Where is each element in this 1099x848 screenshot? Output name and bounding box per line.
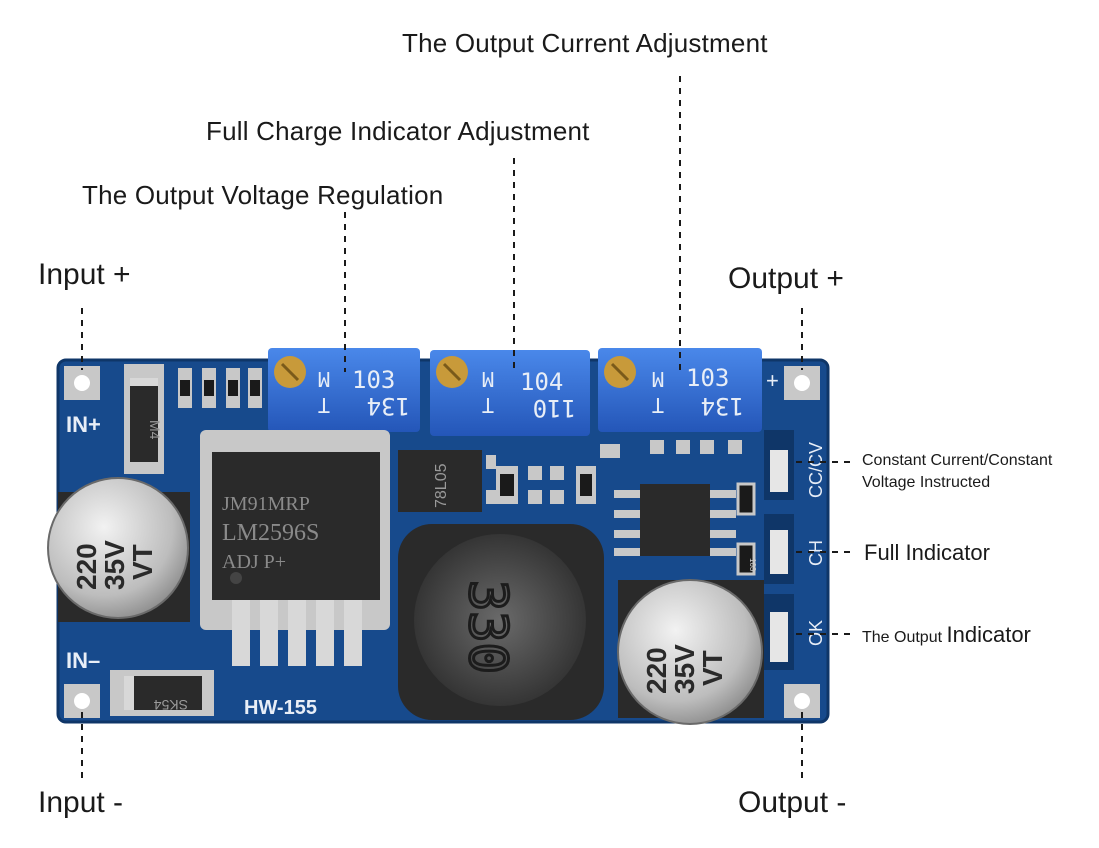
svg-text:104: 104 bbox=[520, 368, 563, 396]
svg-text:T: T bbox=[652, 393, 664, 417]
chip-right-ic bbox=[614, 484, 736, 556]
label-cc-cv-line2: Voltage Instructed bbox=[862, 474, 991, 491]
label-output-minus: Output - bbox=[738, 786, 847, 819]
label-full-charge-indicator-adjustment: Full Charge Indicator Adjustment bbox=[206, 116, 590, 146]
label-cc-cv-indicator: Constant Current/Constant Voltage Instru… bbox=[862, 450, 1052, 494]
diode-m4: M4 bbox=[124, 364, 164, 474]
svg-text:134: 134 bbox=[701, 392, 744, 420]
capacitor-right: 220 35V VT bbox=[617, 579, 764, 725]
chip-lm2596: JM91MRP LM2596S ADJ P+ bbox=[200, 430, 390, 666]
svg-text:103: 103 bbox=[352, 366, 395, 394]
label-cc-cv-line1: Constant Current/Constant bbox=[862, 452, 1053, 469]
svg-text:78L05: 78L05 bbox=[433, 463, 450, 508]
svg-text:SK54: SK54 bbox=[154, 697, 188, 713]
label-output-indicator: The Output Indicator bbox=[862, 622, 1031, 648]
svg-text:LM2596S: LM2596S bbox=[222, 520, 319, 546]
label-output-indicator-suffix: Indicator bbox=[946, 622, 1031, 647]
svg-text:103: 103 bbox=[748, 558, 757, 572]
svg-text:M: M bbox=[482, 367, 494, 391]
label-input-plus: Input + bbox=[38, 258, 131, 291]
label-output-plus: Output + bbox=[728, 262, 844, 295]
pad-out-plus bbox=[784, 366, 820, 400]
resistors-right: 103 bbox=[736, 482, 757, 576]
silk-ok: OK bbox=[806, 620, 826, 646]
svg-text:103: 103 bbox=[686, 364, 729, 392]
svg-text:JM91MRP: JM91MRP bbox=[222, 493, 310, 515]
svg-text:330: 330 bbox=[457, 580, 517, 674]
svg-text:T: T bbox=[318, 393, 330, 417]
capacitor-left: 220 35V VT bbox=[47, 477, 190, 622]
diode-sk54: SK54 bbox=[110, 670, 214, 716]
led-output bbox=[764, 594, 794, 670]
svg-text:T: T bbox=[482, 393, 494, 417]
svg-text:220: 220 bbox=[71, 543, 102, 590]
pad-in-plus bbox=[64, 366, 100, 400]
label-input-minus: Input - bbox=[38, 786, 124, 819]
silk-ch: CH bbox=[806, 540, 826, 566]
label-full-indicator: Full Indicator bbox=[864, 540, 990, 565]
silk-plus-right: + bbox=[766, 368, 779, 393]
led-cc-cv bbox=[764, 430, 794, 500]
svg-text:35V: 35V bbox=[99, 540, 130, 590]
silk-in-plus: IN+ bbox=[66, 412, 101, 437]
potentiometer-current: 103 134 M T bbox=[598, 348, 762, 432]
silk-cc-cv: CC/CV bbox=[806, 442, 826, 498]
label-output-voltage-regulation: The Output Voltage Regulation bbox=[82, 180, 444, 210]
svg-text:M: M bbox=[652, 367, 664, 391]
label-output-indicator-prefix: The Output bbox=[862, 629, 947, 646]
svg-text:M4: M4 bbox=[147, 420, 163, 440]
regulator-78l05: 78L05 bbox=[398, 450, 496, 512]
led-full bbox=[764, 514, 794, 584]
label-output-current-adjustment: The Output Current Adjustment bbox=[402, 28, 768, 58]
leader-lines bbox=[81, 76, 852, 778]
svg-text:110: 110 bbox=[533, 394, 576, 422]
potentiometer-full-charge: 104 110 M T bbox=[430, 350, 590, 436]
svg-text:220: 220 bbox=[641, 647, 672, 694]
svg-text:VT: VT bbox=[697, 650, 728, 686]
svg-text:134: 134 bbox=[367, 392, 410, 420]
inductor: 330 bbox=[398, 524, 604, 720]
svg-text:35V: 35V bbox=[669, 644, 700, 694]
svg-text:M: M bbox=[318, 367, 330, 391]
potentiometer-voltage: 103 134 M T bbox=[268, 348, 420, 432]
silk-model: HW-155 bbox=[244, 697, 317, 719]
svg-text:ADJ P+: ADJ P+ bbox=[222, 551, 286, 573]
svg-text:VT: VT bbox=[127, 544, 158, 580]
silk-in-minus: IN– bbox=[66, 648, 100, 673]
